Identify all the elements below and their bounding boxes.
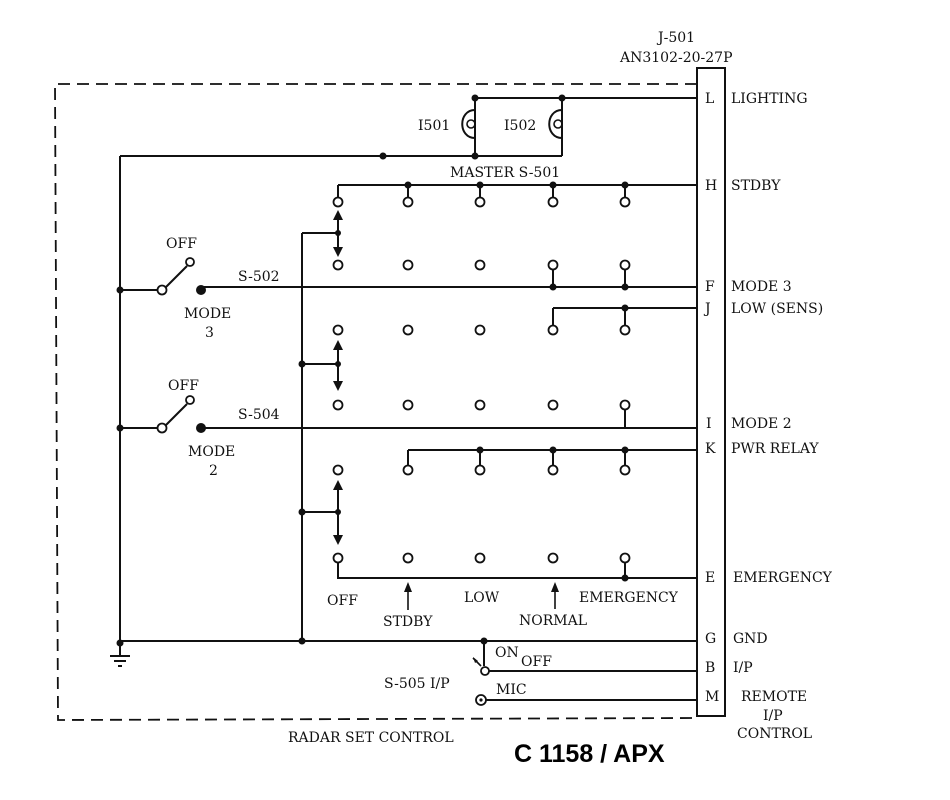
pin-letter: F [705, 279, 715, 295]
s502-off-label: OFF [166, 236, 197, 252]
master-switch-deck-2 [332, 304, 697, 428]
s502-name: S-502 [238, 269, 280, 285]
pin-signal: GND [733, 631, 768, 647]
s505-name: S-505 I/P [384, 676, 450, 692]
s504-mode-line2: 2 [209, 463, 218, 479]
remote-line2: I/P [763, 708, 783, 724]
s505-off-label: OFF [521, 654, 552, 670]
position-normal: NORMAL [519, 613, 587, 629]
pin-letter: E [705, 570, 715, 586]
footer-label: RADAR SET CONTROL [288, 730, 454, 746]
s502-mode-line1: MODE [184, 306, 231, 322]
lighting-circuit: I501 I502 [418, 94, 697, 160]
pin-letter: I [706, 416, 712, 432]
pin-signal: EMERGENCY [733, 570, 833, 586]
connector-part: AN3102-20-27P [619, 50, 733, 66]
s504-name: S-504 [238, 407, 280, 423]
connector-pins: L LIGHTING H STDBY F MODE 3 J LOW (SENS)… [703, 91, 833, 742]
pin-letter: K [705, 441, 716, 457]
pin-letter: J [703, 301, 711, 317]
connector-body [696, 67, 726, 717]
pin-signal: I/P [733, 660, 753, 676]
s504-mode-line1: MODE [188, 444, 235, 460]
lamp-i502-icon [548, 109, 563, 156]
s504-off-label: OFF [168, 378, 199, 394]
position-stdby: STDBY [383, 614, 433, 630]
pin-letter: G [705, 631, 716, 647]
pin-signal: REMOTE [741, 689, 807, 705]
lamp-i501-icon [461, 109, 476, 156]
pin-signal: LIGHTING [731, 91, 808, 107]
switch-s504: OFF S-504 MODE 2 [120, 378, 697, 479]
pin-signal: LOW (SENS) [731, 301, 823, 317]
s505-on-label: ON [495, 645, 519, 661]
master-switch-deck-1 [332, 181, 697, 287]
position-low: LOW [464, 590, 500, 606]
wiper-bus [298, 230, 341, 641]
pin-signal: STDBY [731, 178, 781, 194]
stdby-arrow-icon [404, 582, 412, 592]
pin-letter: M [705, 689, 719, 705]
enclosure-boundary [54, 83, 698, 721]
pin-letter: B [705, 660, 715, 676]
position-labels: OFF LOW EMERGENCY STDBY NORMAL [327, 582, 679, 630]
main-bus [110, 152, 697, 667]
remote-line3: CONTROL [737, 726, 812, 742]
lamp-i501-label: I501 [418, 118, 450, 134]
pin-signal: PWR RELAY [731, 441, 819, 457]
diagram-title: C 1158 / APX [514, 740, 665, 768]
master-switch-label: MASTER S-501 [450, 165, 560, 181]
s502-mode-line2: 3 [205, 325, 214, 341]
master-switch-deck-3 [332, 446, 697, 582]
switch-s505: ON OFF S-505 I/P MIC [384, 641, 697, 706]
s505-mic-label: MIC [496, 682, 527, 698]
pin-letter: L [705, 91, 714, 107]
pin-signal: MODE 3 [731, 279, 792, 295]
lamp-i502-label: I502 [504, 118, 536, 134]
connector-name: J-501 [656, 30, 695, 46]
position-emergency: EMERGENCY [579, 590, 679, 606]
normal-arrow-icon [551, 582, 559, 592]
pin-letter: H [705, 178, 717, 194]
position-off: OFF [327, 593, 358, 609]
pin-signal: MODE 2 [731, 416, 792, 432]
switch-s502: OFF S-502 MODE 3 [120, 236, 697, 341]
